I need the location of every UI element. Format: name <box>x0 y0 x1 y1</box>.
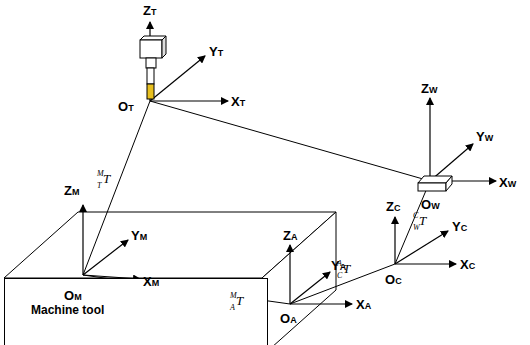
axis-label: XM <box>143 275 159 288</box>
transform-sub: T <box>97 182 101 190</box>
axis-label: ZA <box>283 229 297 242</box>
transform-sup: A <box>337 260 342 268</box>
transform-sup: M <box>230 292 237 300</box>
cutting-tool <box>140 36 166 99</box>
axis-label: YM <box>131 229 147 242</box>
origin-label: OT <box>118 100 134 113</box>
axis-label: XW <box>499 176 516 189</box>
transform-symbol: T <box>419 214 426 227</box>
origin-label: OA <box>280 312 297 325</box>
axis-label: ZW <box>421 82 437 95</box>
transform-symbol: T <box>103 172 110 185</box>
transform-symbol: T <box>343 262 350 275</box>
axis-label: YT <box>209 45 223 58</box>
transform-sup: M <box>97 170 104 178</box>
transform-sup: C <box>413 212 418 220</box>
axis-label: ZM <box>64 184 79 197</box>
transform-sub: C <box>337 272 342 280</box>
workpiece <box>418 176 452 191</box>
axis-label: XA <box>356 298 371 311</box>
origin-label: OW <box>421 198 440 211</box>
axis-label: ZC <box>386 200 400 213</box>
transform-symbol: T <box>236 294 243 307</box>
origin-label: OM <box>64 289 82 302</box>
axis-label: ZT <box>143 4 156 17</box>
axis-label: XC <box>460 258 475 271</box>
origin-label: OC <box>385 273 402 286</box>
coordinate-axes <box>83 22 496 304</box>
transform-lines <box>83 101 430 304</box>
machine-box-front: Machine tool <box>4 278 268 345</box>
axis-label: YC <box>452 220 467 233</box>
axis-label: XT <box>231 95 245 108</box>
transform-sub: A <box>230 304 235 312</box>
transform-sub: W <box>413 224 420 232</box>
axis-label: YW <box>476 130 493 143</box>
